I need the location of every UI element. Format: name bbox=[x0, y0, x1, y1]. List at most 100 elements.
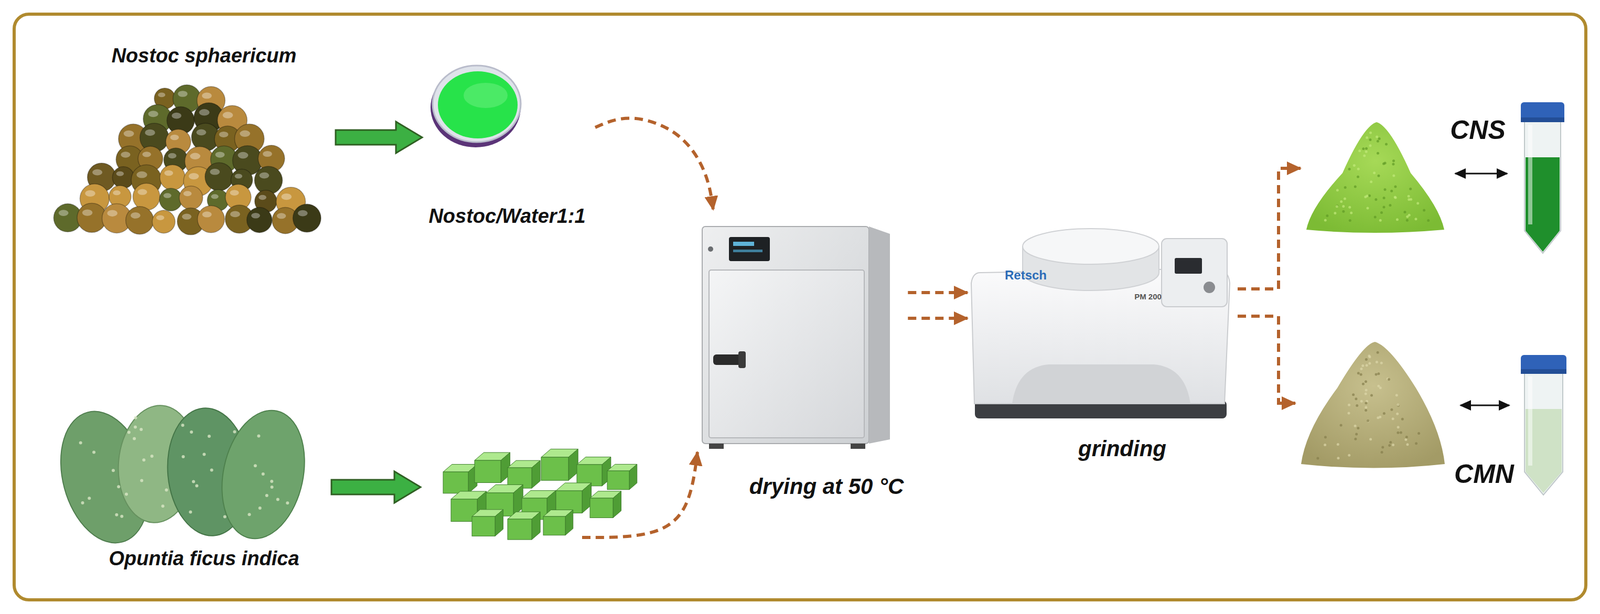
process-node: drying at 50 °C bbox=[697, 209, 908, 504]
nostoc-colonies bbox=[137, 189, 147, 196]
powder-speckles bbox=[1348, 219, 1352, 222]
nostoc-colonies bbox=[159, 164, 186, 190]
cactus-areoles bbox=[270, 479, 274, 483]
powder-speckles bbox=[1417, 432, 1421, 435]
powder-speckles bbox=[1401, 417, 1404, 421]
powder-speckles bbox=[1376, 351, 1380, 354]
tan-powder bbox=[1301, 341, 1445, 469]
nostoc-colonies bbox=[163, 192, 172, 199]
nostoc-colonies bbox=[106, 210, 118, 217]
drying-oven bbox=[702, 226, 869, 444]
powder-speckles bbox=[1362, 154, 1366, 157]
powder-speckles bbox=[1365, 147, 1368, 150]
cactus-areoles bbox=[79, 441, 83, 445]
nostoc-colonies bbox=[293, 203, 322, 233]
cactus-areoles bbox=[207, 434, 211, 438]
powder-speckles bbox=[1375, 135, 1379, 138]
powder-speckles bbox=[1336, 456, 1340, 460]
nostoc-colonies bbox=[215, 151, 225, 158]
powder-speckles bbox=[1388, 203, 1392, 207]
nostoc-colonies bbox=[197, 205, 225, 233]
powder-speckles bbox=[1368, 138, 1372, 142]
nostoc-colonies bbox=[239, 130, 251, 137]
powder-speckles bbox=[1377, 174, 1380, 178]
powder-speckles bbox=[1396, 431, 1400, 435]
nostoc-colonies bbox=[237, 152, 249, 159]
powder-speckles bbox=[1396, 403, 1400, 406]
cactus-areoles bbox=[79, 416, 290, 519]
drying-oven bbox=[709, 270, 865, 438]
powder-speckles bbox=[1325, 214, 1329, 218]
falcon-tube bbox=[1520, 355, 1567, 496]
cactus-areoles bbox=[258, 506, 262, 510]
powder-speckles bbox=[1408, 213, 1411, 217]
powder-speckles bbox=[1372, 171, 1376, 175]
powder-speckles bbox=[1349, 211, 1353, 214]
cactus-areoles bbox=[188, 510, 192, 514]
nostoc-colonies bbox=[258, 195, 267, 200]
nostoc-colonies bbox=[84, 190, 96, 197]
powder-speckles bbox=[1364, 406, 1368, 410]
powder-speckles bbox=[1379, 219, 1382, 222]
cactus-areoles bbox=[111, 468, 115, 472]
cactus-cubes bbox=[474, 452, 511, 483]
nostoc-colonies bbox=[171, 112, 181, 120]
node-label: Nostoc/Water1:1 bbox=[428, 205, 586, 229]
powder-speckles bbox=[1364, 380, 1368, 383]
nostoc-colonies bbox=[229, 189, 239, 196]
cactus-cubes bbox=[543, 516, 566, 536]
powder-speckles bbox=[1360, 400, 1363, 403]
nostoc-colonies bbox=[254, 166, 283, 195]
nostoc-colonies bbox=[276, 212, 287, 219]
powder-speckles bbox=[1392, 159, 1395, 163]
powder-speckles bbox=[1356, 426, 1360, 430]
nostoc-colonies bbox=[125, 206, 154, 235]
planetary-ball-mill bbox=[1012, 364, 1191, 404]
powder-speckles bbox=[1405, 443, 1409, 446]
dashed-arrow bbox=[582, 452, 698, 538]
powder-speckles bbox=[1380, 450, 1384, 454]
cactus-cubes bbox=[541, 457, 569, 481]
specimen-node: Nostoc sphaericum bbox=[55, 36, 336, 239]
powder-speckles bbox=[1391, 417, 1395, 421]
process-arrow bbox=[331, 471, 421, 503]
falcon-tube bbox=[1520, 102, 1565, 123]
powder-speckles bbox=[1339, 423, 1343, 427]
drying-oven bbox=[709, 443, 724, 449]
nostoc-colonies bbox=[157, 92, 166, 98]
cactus-areoles bbox=[81, 501, 85, 505]
powder-speckles bbox=[1397, 425, 1400, 429]
nostoc-colonies bbox=[92, 169, 103, 176]
powder-speckles bbox=[1396, 412, 1399, 416]
nostoc-colonies bbox=[112, 190, 121, 196]
drying-oven bbox=[868, 226, 890, 444]
powder-speckles bbox=[1375, 360, 1379, 364]
cactus-cubes bbox=[507, 511, 541, 540]
cactus-cubes bbox=[495, 509, 503, 537]
powder-speckles bbox=[1348, 167, 1351, 171]
powder-speckles bbox=[1368, 144, 1372, 147]
nostoc-colonies bbox=[148, 110, 159, 117]
powder-speckles bbox=[1368, 194, 1371, 198]
node-label: CNS bbox=[1450, 115, 1506, 146]
drying-oven bbox=[728, 237, 770, 262]
cactus-cubes bbox=[589, 498, 614, 518]
powder-speckles bbox=[1348, 206, 1351, 209]
nostoc-colonies bbox=[177, 90, 188, 98]
powder-speckles bbox=[1344, 186, 1347, 189]
node-label: drying at 50 °C bbox=[749, 474, 905, 500]
cactus-areoles bbox=[270, 485, 274, 489]
nostoc-colonies bbox=[132, 183, 160, 210]
powder-speckles bbox=[1374, 198, 1378, 201]
powder-speckles bbox=[1395, 393, 1399, 397]
drying-oven bbox=[733, 249, 763, 253]
falcon-tube bbox=[1520, 369, 1567, 374]
powder-speckles bbox=[1339, 200, 1343, 203]
powder-speckles bbox=[1360, 367, 1363, 371]
powder-speckles bbox=[1365, 136, 1369, 139]
powder-speckles bbox=[1354, 397, 1358, 401]
nostoc-colonies bbox=[247, 207, 273, 233]
powder-speckles bbox=[1405, 435, 1409, 439]
powder-speckles bbox=[1368, 355, 1371, 359]
